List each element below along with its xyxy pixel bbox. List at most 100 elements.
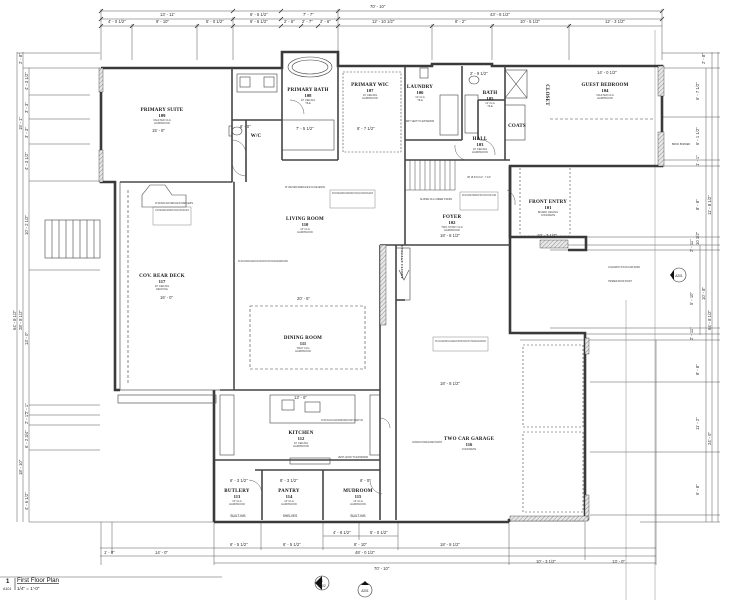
room-coats: COATS: [508, 124, 526, 129]
svg-text:10' - 8": 10' - 8": [701, 286, 706, 300]
svg-text:HARDWOOD: HARDWOOD: [362, 96, 378, 100]
title-scale: 1/4" = 1'-0": [17, 586, 40, 591]
svg-text:6' - 6 1/2": 6' - 6 1/2": [250, 12, 268, 17]
svg-text:VAULTED CLG: VAULTED CLG: [596, 93, 614, 97]
svg-text:2' - 6": 2' - 6": [320, 19, 331, 24]
svg-text:4' - 3 1/2": 4' - 3 1/2": [24, 72, 29, 90]
svg-text:10' CEILING: 10' CEILING: [363, 93, 377, 97]
drawing-title-block: 1 First Floor Plan A101 1/4" = 1'-0": [3, 577, 60, 591]
svg-text:10 1/2": 10 1/2": [695, 231, 700, 245]
svg-text:18' - 8 1/2": 18' - 8 1/2": [440, 381, 460, 386]
svg-text:108: 108: [305, 93, 313, 98]
svg-text:101: 101: [545, 205, 553, 210]
svg-text:5' - 0 1/2": 5' - 0 1/2": [206, 19, 224, 24]
hatched-walls: [98, 65, 665, 522]
svg-text:7' - 5 1/2": 7' - 5 1/2": [296, 126, 314, 131]
svg-text:16' - 0": 16' - 0": [160, 295, 174, 300]
svg-text:43' - 8 1/2": 43' - 8 1/2": [490, 12, 510, 17]
title-name: First Floor Plan: [17, 577, 60, 584]
svg-text:HARDWOOD: HARDWOOD: [444, 228, 460, 232]
svg-text:4' - 6 1/2": 4' - 6 1/2": [24, 492, 29, 510]
svg-text:HARDWOOD: HARDWOOD: [350, 502, 366, 506]
svg-text:LIVING ROOM: LIVING ROOM: [286, 217, 324, 222]
svg-text:117: 117: [159, 279, 166, 284]
svg-text:107: 107: [367, 88, 375, 93]
svg-text:4' - 8 1/2": 4' - 8 1/2": [333, 530, 351, 535]
svg-text:STORAGE CLOSET: STORAGE CLOSET: [400, 245, 404, 279]
svg-text:5' - 0 1/2": 5' - 0 1/2": [370, 530, 388, 535]
exterior-stairs: [44, 219, 101, 259]
svg-text:10' CLG: 10' CLG: [232, 499, 241, 503]
interior-stair: [404, 159, 456, 191]
exterior-walls: [99, 50, 664, 524]
svg-text:10' CEILING: 10' CEILING: [301, 98, 315, 102]
svg-text:HALL: HALL: [473, 137, 488, 142]
room-two-car-garage: TWO CAR GARAGE 116 CONCRETE 18' - 8 1/2": [440, 381, 494, 451]
svg-text:TILE: TILE: [417, 98, 423, 102]
svg-text:HARDWOOD: HARDWOOD: [597, 96, 613, 100]
svg-text:114: 114: [286, 494, 293, 499]
note-soffit: TAPERED WOOD SOFFIT: [608, 279, 632, 283]
room-dining-room: DINING ROOM 111 TRAY CLG HARDWOOD 20' - …: [284, 296, 322, 353]
svg-text:13' - 0": 13' - 0": [612, 559, 626, 564]
section-marker-a201-right[interactable]: A201: [670, 267, 687, 283]
svg-text:2' - 11": 2' - 11": [689, 327, 694, 340]
svg-text:10' - 3 1/2": 10' - 3 1/2": [537, 233, 557, 238]
room-mudroom: MUDROOM 115 10' CLG HARDWOOD 6' - 0": [343, 478, 372, 506]
fixtures: [141, 56, 655, 513]
room-living-room: LIVING ROOM 110 10' CLG HARDWOOD: [286, 217, 324, 234]
svg-text:7' - 7": 7' - 7": [303, 12, 314, 17]
svg-text:103: 103: [477, 142, 485, 147]
note-sliding-door: NOTE: SLIDING DOOR FRAMING AS REQUIRED F…: [238, 259, 288, 263]
svg-text:9' - 10": 9' - 10": [156, 19, 170, 24]
room-kitchen: KITCHEN 112 10' CEILING HARDWOOD 13' - 6…: [288, 395, 313, 448]
svg-text:10' CLG: 10' CLG: [415, 95, 424, 99]
svg-text:A202: A202: [318, 584, 326, 588]
svg-text:HARDWOOD: HARDWOOD: [281, 502, 297, 506]
kitchen-sink-icon: [304, 401, 321, 413]
svg-text:1: 1: [321, 579, 323, 583]
svg-text:6' - 0": 6' - 0": [360, 478, 371, 483]
note-fireplace-2: NOTE: VERIFY FIREPLACE DIMENSIONS, FRAMI…: [332, 191, 373, 195]
svg-text:13' - 0": 13' - 0": [24, 331, 29, 345]
svg-text:6' - 6 1/2": 6' - 6 1/2": [250, 19, 268, 24]
svg-text:HARDWOOD: HARDWOOD: [472, 150, 488, 154]
svg-text:PRIMARY SUITE: PRIMARY SUITE: [141, 108, 184, 113]
svg-text:CONCRETE: CONCRETE: [541, 213, 556, 217]
top-dimensions: [98, 8, 665, 60]
svg-text:104: 104: [602, 88, 610, 93]
room-wic: W/C 6' - 0": [240, 124, 261, 139]
svg-text:PRIMARY BATH: PRIMARY BATH: [287, 88, 328, 93]
svg-text:6' - 5 1/2": 6' - 5 1/2": [230, 542, 248, 547]
svg-text:18' - 8 1/2": 18' - 8 1/2": [440, 233, 460, 238]
bottom-dimension-text: 1' - 8" 14' - 0" 48' - 0 1/2" 6' - 5 1/2…: [104, 530, 626, 571]
note-stair-up: UP 18 R 10 1/2" - 7 1/2": [467, 175, 491, 179]
svg-text:115: 115: [355, 494, 362, 499]
room-labels: PRIMARY SUITE 109 VAULTED CLG HARDWOOD 1…: [139, 70, 628, 506]
dim-overall-right: 64' - 8 1/2": [707, 310, 712, 330]
svg-text:BUTLERY: BUTLERY: [224, 489, 250, 494]
room-butlery: BUTLERY 113 10' CLG HARDWOOD 6' - 3 1/2": [224, 478, 250, 506]
washer-icon: [419, 67, 429, 79]
svg-text:10' CLG: 10' CLG: [284, 499, 293, 503]
svg-text:CONCRETE: CONCRETE: [462, 447, 477, 451]
svg-text:2' - 8": 2' - 8": [701, 53, 706, 64]
svg-text:2' - 8": 2' - 8": [18, 53, 23, 64]
section-marker-a201-bottom[interactable]: A201: [357, 581, 373, 598]
note-fireplace-1: NOTE: VERIFY FIREPLACE DIMENSIONS, FRAMI…: [155, 208, 189, 212]
dim-overall-left: 64' - 8 1/2": [12, 310, 17, 330]
svg-text:GUEST BEDROOM: GUEST BEDROOM: [581, 83, 628, 88]
room-cov-rear-deck: COV. REAR DECK 117 10' CEILING DECKING 1…: [139, 274, 184, 300]
svg-text:BUILT-INS: BUILT-INS: [351, 514, 366, 518]
section-marker-a202[interactable]: 1 A202: [314, 575, 330, 591]
svg-text:10' CLG: 10' CLG: [485, 101, 494, 105]
cov-rear-deck-outline: [117, 181, 235, 404]
room-front-entry: FRONT ENTRY 101 BOARD CEILING CONCRETE 1…: [529, 200, 567, 238]
svg-text:4' - 0 1/2": 4' - 0 1/2": [108, 19, 126, 24]
svg-text:10' - 3 1/2": 10' - 3 1/2": [536, 559, 556, 564]
svg-text:13' - 11": 13' - 11": [160, 12, 176, 17]
svg-text:11' - 2": 11' - 2": [695, 417, 700, 430]
svg-text:BOARD CEILING: BOARD CEILING: [538, 210, 558, 214]
svg-text:PRIMARY WIC: PRIMARY WIC: [351, 83, 389, 88]
